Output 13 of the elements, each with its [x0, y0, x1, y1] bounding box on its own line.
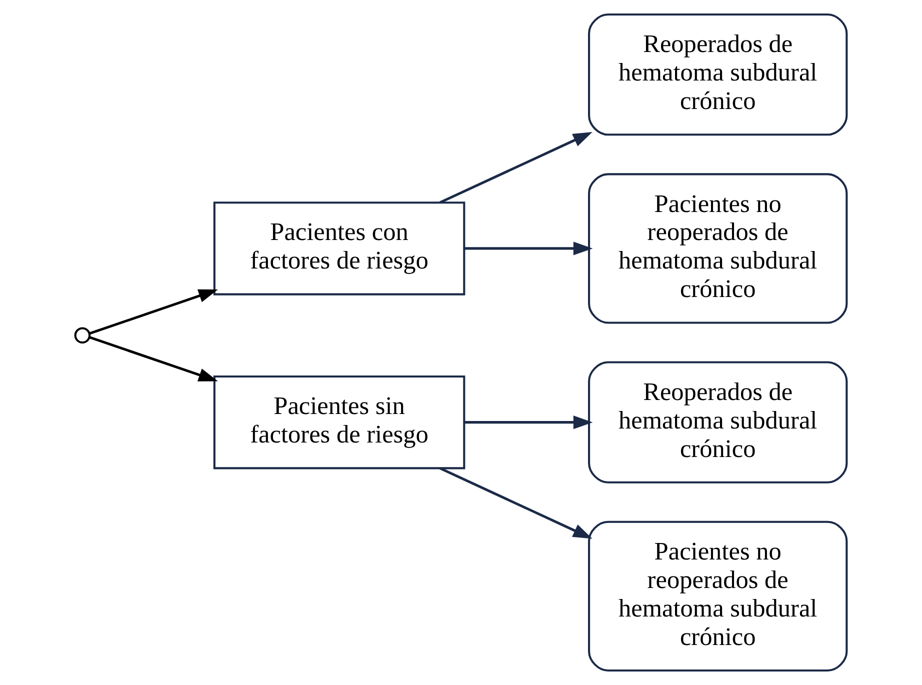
- arrow: [464, 416, 593, 430]
- arrow: [439, 467, 592, 539]
- node-box: Reoperados de hematoma subdural crónico: [588, 361, 848, 484]
- arrow: [439, 132, 592, 204]
- arrow: [464, 242, 593, 256]
- arrow: [88, 336, 218, 382]
- arrow: [88, 289, 218, 335]
- node-box: Reoperados de hematoma subdural crónico: [588, 13, 848, 136]
- node-box: Pacientes no reoperados de hematoma subdural crónico: [588, 520, 848, 672]
- node-box: Pacientes con factores de riesgo: [213, 202, 466, 296]
- node-circle: [74, 327, 91, 344]
- node-box: Pacientes sin factores de riesgo: [213, 375, 466, 470]
- node-box: Pacientes no reoperados de hematoma subdural crónico: [588, 173, 848, 324]
